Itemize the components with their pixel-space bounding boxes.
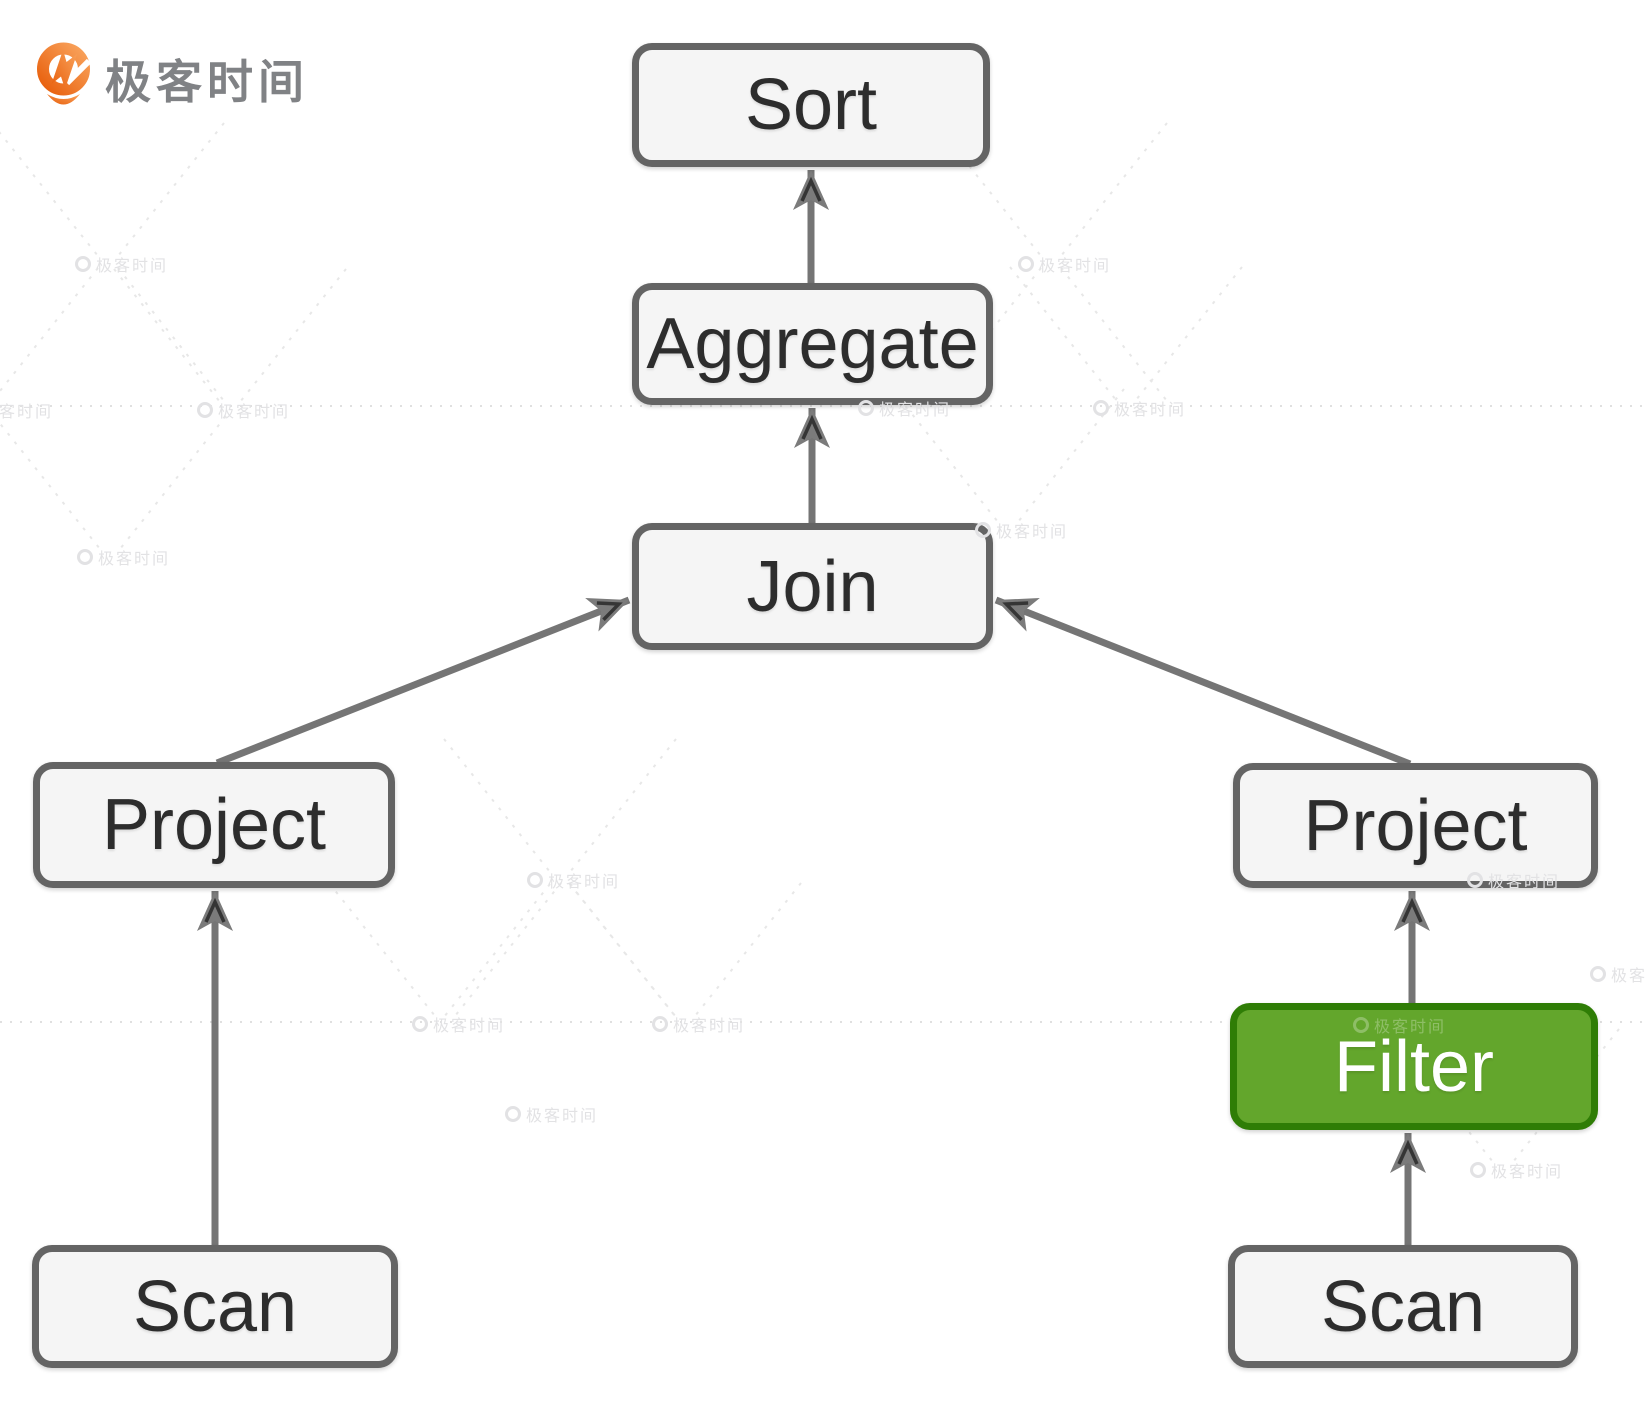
node-scan-right: Scan: [1228, 1245, 1578, 1368]
node-filter: Filter: [1230, 1003, 1598, 1130]
geektime-pin-icon: [37, 42, 90, 105]
node-join: Join: [632, 523, 993, 650]
node-aggregate: Aggregate: [632, 283, 993, 405]
node-project-left: Project: [33, 762, 395, 888]
node-project-right: Project: [1233, 763, 1598, 888]
geektime-logo-text: 极客时间: [105, 56, 309, 108]
node-sort: Sort: [632, 43, 990, 167]
geektime-logo: 极客时间: [37, 42, 309, 116]
edge-project-right-to-join: [994, 596, 1412, 768]
node-scan-left: Scan: [32, 1245, 398, 1368]
edge-project-left-to-join: [215, 596, 631, 767]
